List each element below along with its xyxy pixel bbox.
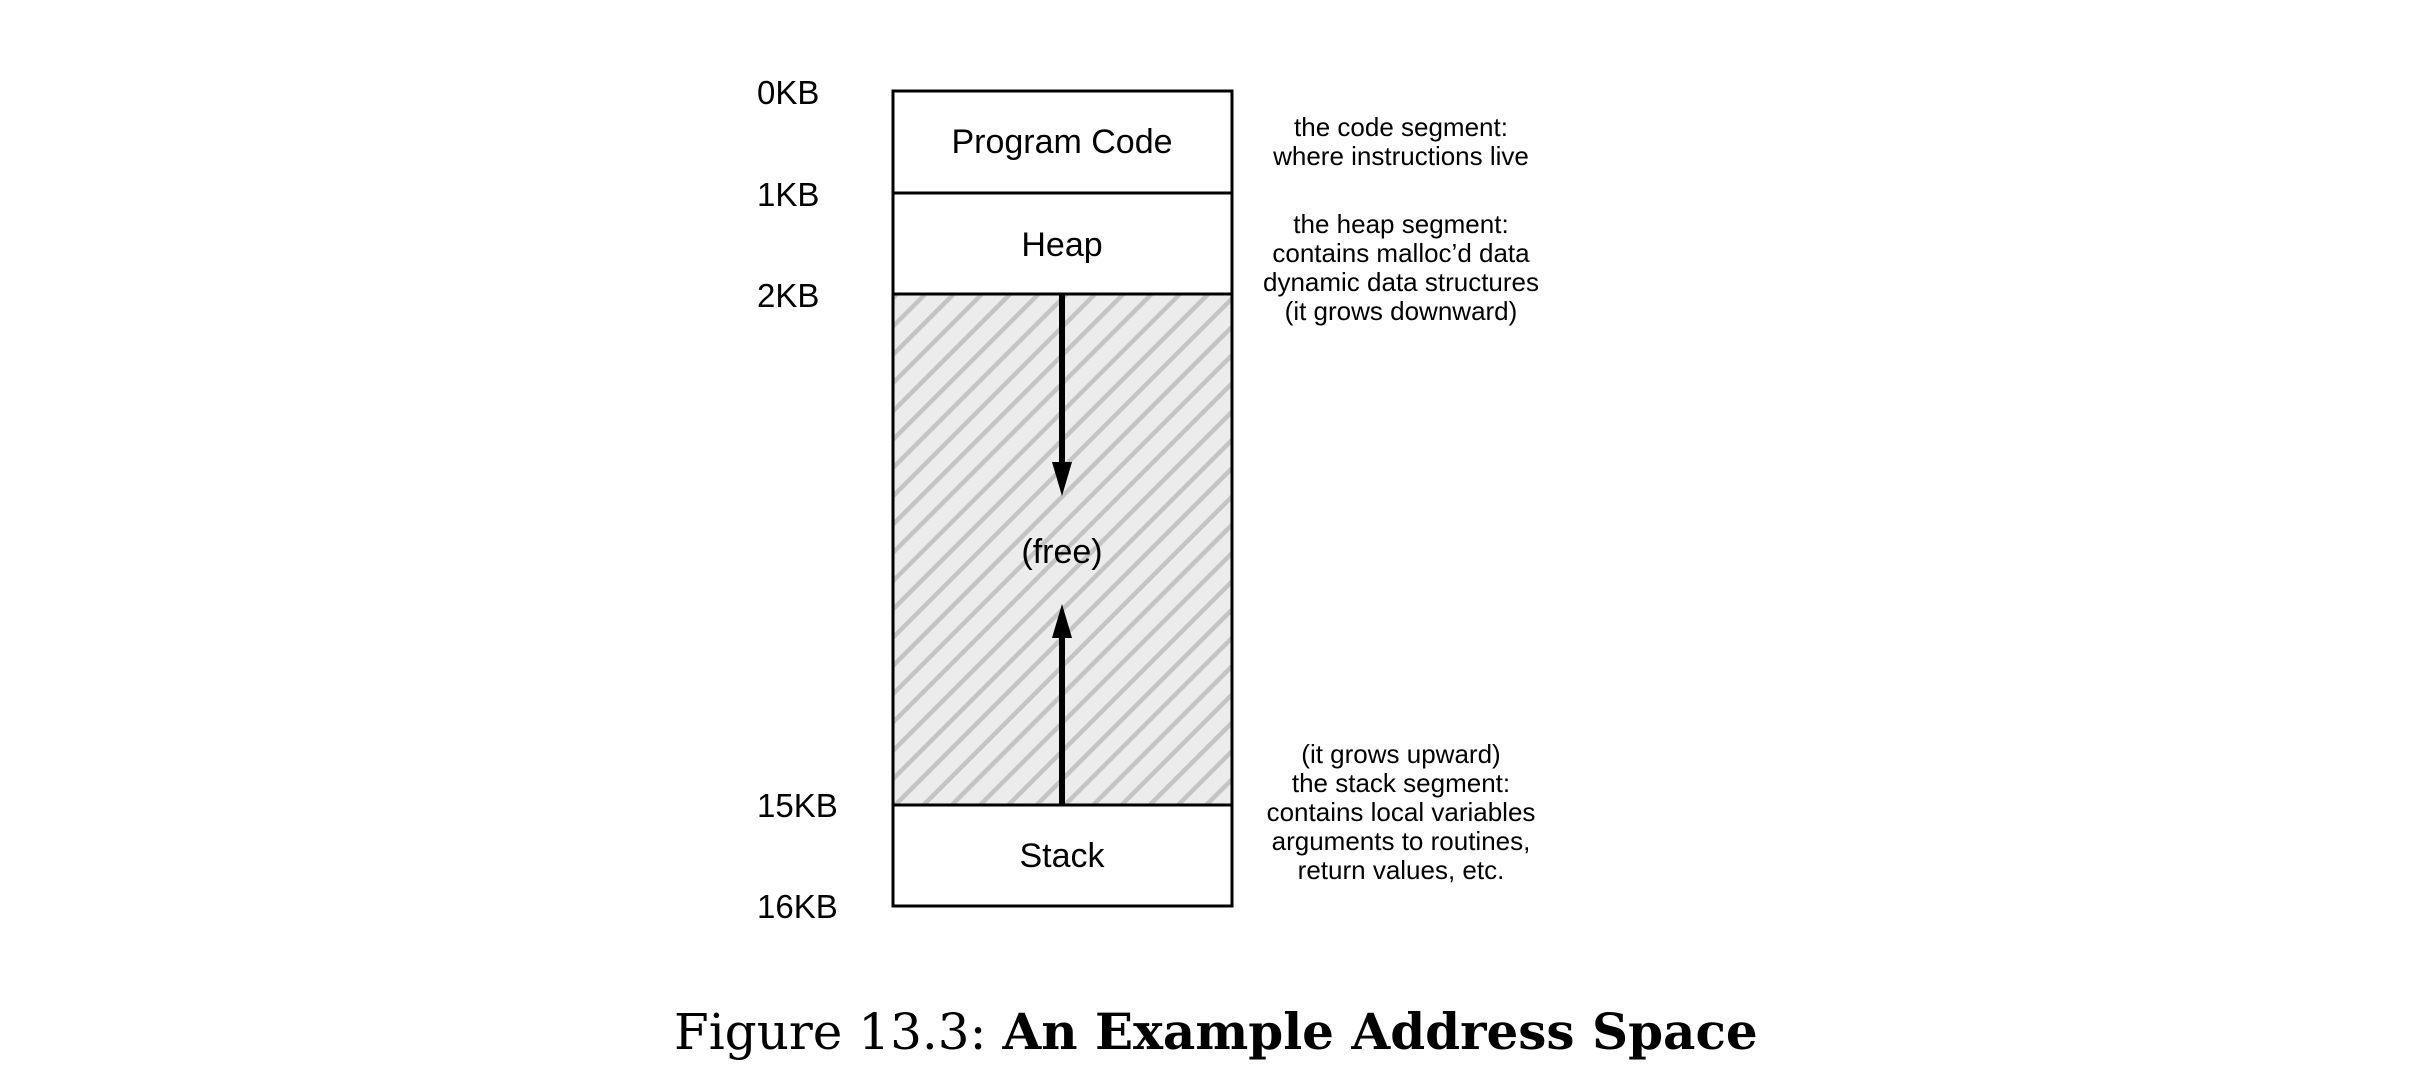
code-annotation-line: where instructions live (1272, 141, 1529, 171)
address-label-15kb: 15KB (757, 787, 838, 824)
stack-segment (893, 805, 1232, 906)
heap-annotation-line: (it grows downward) (1285, 296, 1518, 326)
address-label-16kb: 16KB (757, 888, 838, 925)
stack-annotation-line: the stack segment: (1292, 768, 1510, 798)
heap-annotation-line: dynamic data structures (1263, 267, 1539, 297)
stack-annotation: (it grows upward) the stack segment: con… (1267, 739, 1536, 885)
address-label-0kb: 0KB (757, 74, 819, 111)
free-region-label: (free) (1021, 533, 1102, 571)
heap-annotation-line: the heap segment: (1293, 209, 1508, 239)
code-segment (893, 91, 1232, 193)
heap-segment (893, 193, 1232, 294)
stack-segment-label: Stack (1019, 837, 1105, 875)
address-label-1kb: 1KB (757, 176, 819, 213)
address-space-outline (891, 89, 1234, 908)
arrow-up-icon (1052, 604, 1072, 805)
figure-title: An Example Address Space (1001, 1002, 1757, 1061)
heap-annotation: the heap segment: contains malloc’d data… (1263, 209, 1539, 326)
figure-number: Figure 13.3: (674, 1003, 986, 1061)
code-annotation-line: the code segment: (1294, 112, 1508, 142)
address-label-2kb: 2KB (757, 277, 819, 314)
figure-caption: Figure 13.3: An Example Address Space (674, 1002, 1758, 1061)
arrow-down-icon (1052, 294, 1072, 496)
stack-annotation-line: (it grows upward) (1301, 739, 1500, 769)
stack-annotation-line: arguments to routines, (1272, 826, 1531, 856)
stack-annotation-line: contains local variables (1267, 797, 1536, 827)
heap-segment-label: Heap (1021, 226, 1102, 264)
stack-annotation-line: return values, etc. (1298, 855, 1505, 885)
code-segment-label: Program Code (951, 123, 1172, 161)
code-annotation: the code segment: where instructions liv… (1272, 112, 1529, 171)
heap-annotation-line: contains malloc’d data (1272, 238, 1530, 268)
